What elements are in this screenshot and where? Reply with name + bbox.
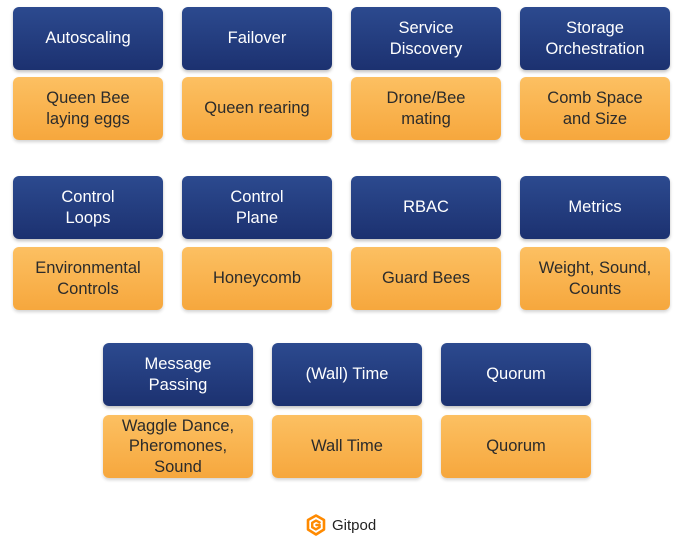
concept-autoscaling: Autoscaling (13, 7, 163, 70)
concept-control-loops: Control Loops (13, 176, 163, 239)
analogy-guard-bees: Guard Bees (351, 247, 501, 310)
concept-control-plane: Control Plane (182, 176, 332, 239)
concept-failover: Failover (182, 7, 332, 70)
analogy-honeycomb: Honeycomb (182, 247, 332, 310)
analogy-quorum: Quorum (441, 415, 591, 478)
concept-metrics: Metrics (520, 176, 670, 239)
analogy-wall-time: Wall Time (272, 415, 422, 478)
concept-service-discovery: Service Discovery (351, 7, 501, 70)
concept-rbac: RBAC (351, 176, 501, 239)
analogy-drone-bee-mating: Drone/Bee mating (351, 77, 501, 140)
gitpod-logo-icon (306, 514, 326, 536)
concept-message-passing: Message Passing (103, 343, 253, 406)
analogy-comb-space-and-size: Comb Space and Size (520, 77, 670, 140)
gitpod-logo-text: Gitpod (332, 516, 377, 534)
analogy-environmental-controls: Environmental Controls (13, 247, 163, 310)
analogy-waggle-dance: Waggle Dance, Pheromones, Sound (103, 415, 253, 478)
gitpod-logo: Gitpod (306, 514, 376, 536)
concept-quorum: Quorum (441, 343, 591, 406)
analogy-queen-bee-laying-eggs: Queen Bee laying eggs (13, 77, 163, 140)
concept-storage-orchestration: Storage Orchestration (520, 7, 670, 70)
concept-wall-time: (Wall) Time (272, 343, 422, 406)
analogy-queen-rearing: Queen rearing (182, 77, 332, 140)
analogy-weight-sound-counts: Weight, Sound, Counts (520, 247, 670, 310)
